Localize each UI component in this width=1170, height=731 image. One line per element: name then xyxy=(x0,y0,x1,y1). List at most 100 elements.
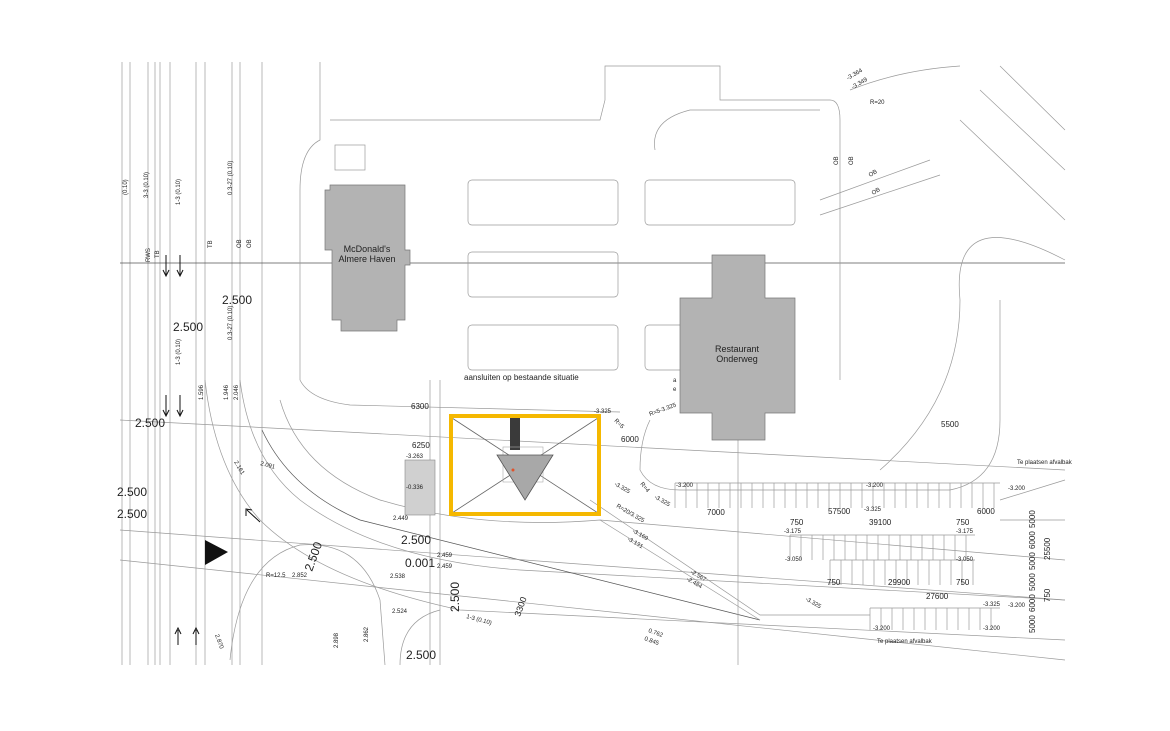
plan-label: 750 xyxy=(956,578,970,587)
plan-label: 3-3 (0.10) xyxy=(144,172,150,198)
place-bin-note-1: Te plaatsen afvalbak xyxy=(1017,460,1073,466)
plan-label: 750 xyxy=(827,578,841,587)
partial-label-e: e xyxy=(673,387,677,393)
plan-label: R=5 xyxy=(613,418,626,431)
plan-label: 1.596 xyxy=(199,384,205,400)
plan-label: TB xyxy=(208,240,214,248)
plan-label: (0.10) xyxy=(123,179,129,195)
plan-label: RWS xyxy=(146,248,152,262)
plan-label: 5000 xyxy=(1028,552,1037,570)
plan-label: -3.175 xyxy=(956,529,974,535)
plan-label: -3.325 xyxy=(613,482,631,496)
plan-label: 2.091 xyxy=(259,461,276,471)
plan-label: 2.046 xyxy=(234,384,240,400)
plan-label: 2.161 xyxy=(232,460,245,477)
plan-label: 750 xyxy=(790,518,804,527)
plan-label: 1.946 xyxy=(224,384,230,400)
plan-label: 0.001 xyxy=(405,556,435,570)
plan-label: 2.459 xyxy=(437,564,453,570)
plan-label: OB xyxy=(834,156,840,165)
plan-label: 6000 xyxy=(977,507,995,516)
plan-label: 2.500 xyxy=(135,416,165,430)
plan-label: -3.263 xyxy=(406,454,424,460)
plan-label: 2.538 xyxy=(390,574,406,580)
plan-label: 2.500 xyxy=(222,293,252,307)
paved-strip xyxy=(404,459,436,516)
plan-label: 2.500 xyxy=(401,533,431,547)
plan-label: 2.870 xyxy=(213,634,224,651)
plan-label: -3.200 xyxy=(873,626,891,632)
plan-label: R=20 xyxy=(870,100,885,106)
plan-label: 6000 xyxy=(621,435,639,444)
mcdonalds-label-line1: McDonald's xyxy=(344,244,391,254)
plan-label: R=12.5 xyxy=(266,573,286,579)
plan-label: 2.500 xyxy=(406,648,436,662)
plan-label: 57500 xyxy=(828,507,851,516)
plan-label: 6000 xyxy=(1028,594,1037,612)
connect-note: aansluiten op bestaande situatie xyxy=(464,373,579,382)
plan-label: 6250 xyxy=(412,441,430,450)
restaurant-label-line2: Onderweg xyxy=(716,354,758,364)
plan-label: -3.175 xyxy=(784,529,802,535)
plan-label: 0.845 xyxy=(643,636,660,647)
plan-label: OB xyxy=(871,187,882,197)
plan-label: -3.200 xyxy=(1008,486,1026,492)
plan-label: 2.500 xyxy=(117,507,147,521)
plan-label: 27600 xyxy=(926,592,949,601)
plan-label: 7000 xyxy=(707,508,725,517)
plan-label: -3.200 xyxy=(676,483,694,489)
plan-label: 0.3-27 (0.10) xyxy=(228,161,234,195)
building-restaurant-onderweg xyxy=(679,254,796,441)
plan-label: 1-3 (0.10) xyxy=(465,614,492,627)
place-bin-note-2: Te plaatsen afvalbak xyxy=(877,639,933,645)
plan-label: -3.325 xyxy=(804,597,822,611)
plan-label: 2.898 xyxy=(334,632,340,648)
mcdonalds-label-line2: Almere Haven xyxy=(338,254,395,264)
restaurant-label-line1: Restaurant xyxy=(715,344,760,354)
plan-label: 2.500 xyxy=(448,582,462,612)
plan-label: OB xyxy=(247,239,253,248)
plan-label: -3.325 xyxy=(983,602,1001,608)
plan-label: -3.325 xyxy=(594,409,612,415)
plan-label: TB xyxy=(155,250,161,258)
plan-label: 1-3 (0.10) xyxy=(176,339,182,365)
plan-label: 6300 xyxy=(411,402,429,411)
road-lines xyxy=(119,62,1066,666)
plan-label: 3300 xyxy=(512,595,528,617)
plan-label: 2.459 xyxy=(437,553,453,559)
plan-label: 5000 xyxy=(1028,510,1037,528)
plan-label: 2.862 xyxy=(364,626,370,642)
plan-label: 5500 xyxy=(941,420,959,429)
partial-label-a: a xyxy=(673,378,677,384)
plan-label: 2.500 xyxy=(173,320,203,334)
elevation-labels: -3.325 R=5 R=5-3.325 -3.325 R=4 -3.325 R… xyxy=(123,68,1026,651)
plan-label: 29900 xyxy=(888,578,911,587)
plan-label: OB xyxy=(237,239,243,248)
plan-label: -0.336 xyxy=(406,485,424,491)
plan-label: 2.500 xyxy=(117,485,147,499)
plan-label: 2.449 xyxy=(393,516,409,522)
plan-label: 5000 xyxy=(1028,615,1037,633)
plan-label: 25500 xyxy=(1043,537,1052,560)
highlight-box xyxy=(449,414,601,516)
plan-label: -3.200 xyxy=(866,483,884,489)
parking-stalls xyxy=(674,482,1000,630)
plan-label: 0.762 xyxy=(647,628,664,639)
plan-label: 2.524 xyxy=(392,609,408,615)
plan-label: -3.050 xyxy=(785,557,803,563)
building-mcdonalds xyxy=(324,184,411,332)
plan-label: 750 xyxy=(956,518,970,527)
plan-label: -3.325 xyxy=(864,507,882,513)
plan-label: 5000 xyxy=(1028,573,1037,591)
plan-label: 1-3 (0.10) xyxy=(176,179,182,205)
traffic-arrows xyxy=(162,255,261,645)
plan-label: OB xyxy=(849,156,855,165)
direction-triangle-icon xyxy=(205,540,228,565)
plan-label: -3.050 xyxy=(956,557,974,563)
plan-label: R=4 xyxy=(638,481,650,494)
plan-label: 39100 xyxy=(869,518,892,527)
parking-islands xyxy=(334,144,796,371)
plan-label: -3.200 xyxy=(1008,603,1026,609)
plan-label: 750 xyxy=(1043,588,1052,602)
